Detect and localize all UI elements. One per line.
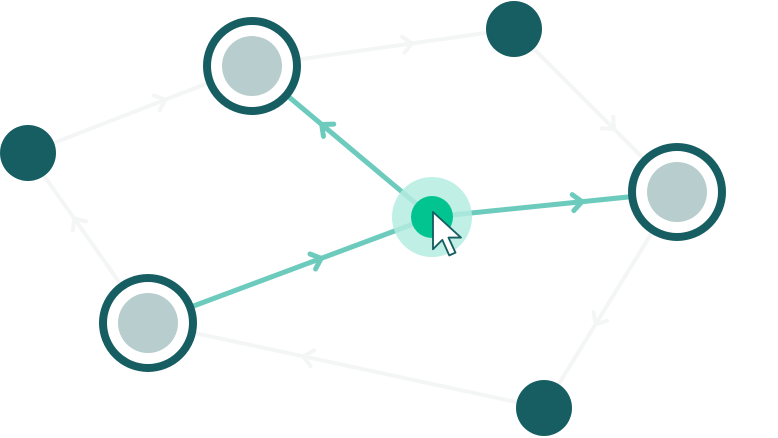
arrow-chevron-icon	[319, 121, 337, 139]
node-dot-left[interactable]	[0, 125, 56, 181]
arrow-chevron-icon	[599, 114, 616, 131]
edge-dot-bottom-to-ring-bottom-left	[146, 321, 546, 410]
arrow-chevron-icon	[307, 251, 324, 272]
arrow-chevron-icon	[301, 348, 316, 369]
node-active-center[interactable]	[392, 177, 472, 257]
edge-ring-bottom-left-to-active-center	[145, 214, 435, 326]
node-ring-right[interactable]	[628, 143, 726, 241]
graph-nodes	[0, 1, 726, 436]
node-ring-bottom-left[interactable]	[99, 274, 197, 372]
pointer-cursor-icon	[432, 211, 462, 257]
arrow-chevron-icon	[569, 192, 585, 214]
node-dot-top-right[interactable]	[486, 1, 542, 57]
node-ring-top[interactable]	[203, 17, 301, 115]
arrow-chevron-icon	[151, 93, 168, 113]
arrow-chevron-icon	[70, 216, 88, 233]
arrow-chevron-icon	[400, 34, 415, 55]
arrow-chevron-icon	[591, 310, 610, 327]
node-dot-bottom[interactable]	[516, 380, 572, 436]
